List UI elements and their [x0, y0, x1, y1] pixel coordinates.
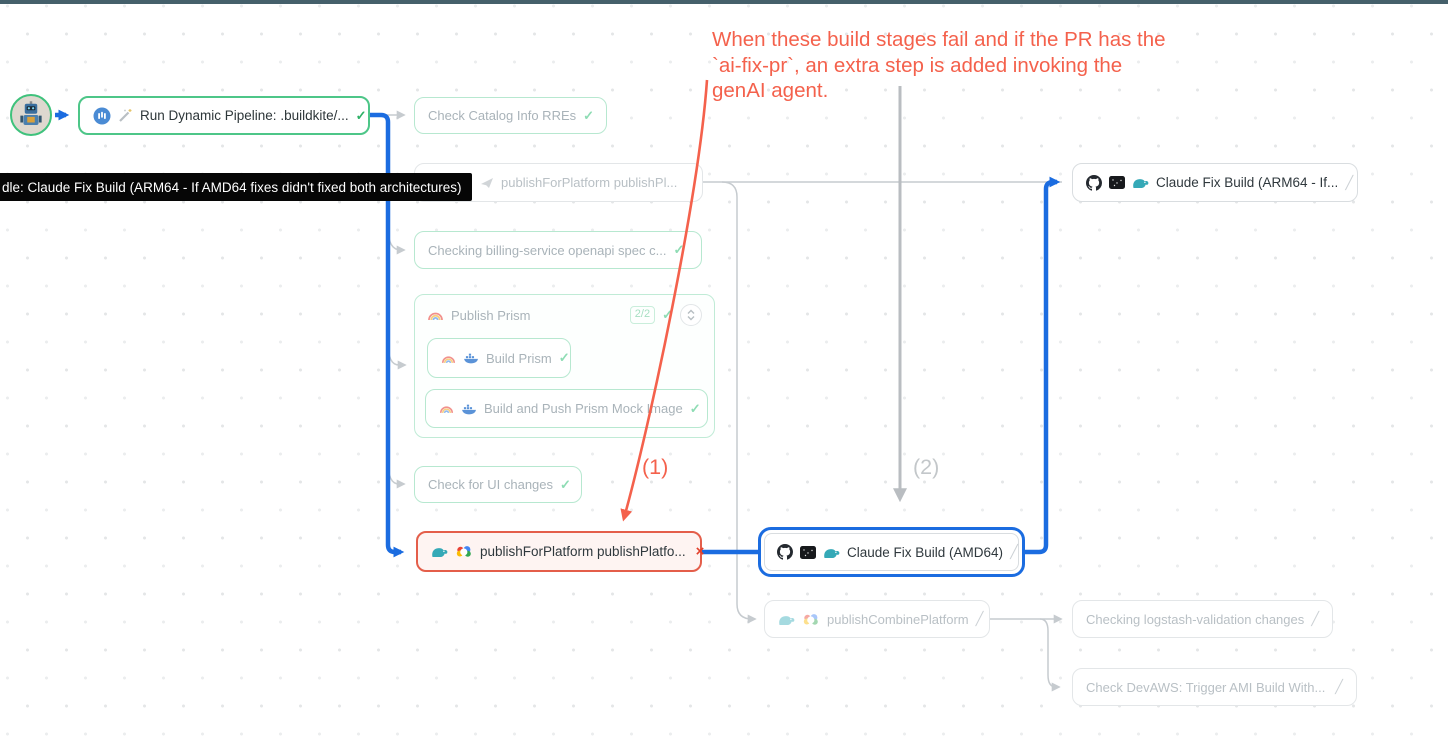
tooltip-text: dle: Claude Fix Build (ARM64 - If AMD64 …: [2, 179, 462, 195]
annotation-line: genAI agent.: [712, 79, 829, 102]
terminal-icon: [800, 545, 816, 559]
node-checking-logstash[interactable]: Checking logstash-validation changes ╱: [1072, 600, 1333, 638]
node-run-dynamic-pipeline[interactable]: Run Dynamic Pipeline: .buildkite/... ✓: [78, 96, 370, 135]
node-label: Claude Fix Build (AMD64): [847, 544, 1004, 560]
passed-check-icon: ✓: [689, 400, 701, 416]
passed-check-icon: ✓: [560, 476, 571, 492]
terminal-icon: [1109, 176, 1125, 189]
node-hover-tooltip: dle: Claude Fix Build (ARM64 - If AMD64 …: [0, 173, 472, 201]
pencil-icon: ╱: [1010, 544, 1018, 559]
group-label: Publish Prism: [451, 307, 531, 323]
rainbow-icon: [427, 310, 444, 320]
node-publish-combine-platform[interactable]: publishCombinePlatform ╱: [764, 600, 990, 638]
node-claude-fix-build-arm64[interactable]: Claude Fix Build (ARM64 - If... ╱: [1072, 163, 1358, 202]
google-cloud-icon: [802, 613, 820, 626]
node-checking-billing-service[interactable]: Checking billing-service openapi spec c.…: [414, 231, 702, 269]
node-label: Check for UI changes: [428, 477, 554, 492]
elephant-icon: [1132, 176, 1149, 189]
magic-wand-icon: [118, 108, 133, 123]
node-check-ui-changes[interactable]: Check for UI changes ✓: [414, 466, 582, 503]
github-icon: [1086, 174, 1102, 191]
annotation-marker-2: (2): [913, 455, 940, 479]
annotation-line: When these build stages fail and if the …: [712, 28, 1166, 51]
node-label: Run Dynamic Pipeline: .buildkite/...: [140, 108, 349, 123]
pencil-icon: ╱: [1335, 679, 1343, 694]
annotation-marker-1: (1): [642, 455, 669, 479]
build-author-avatar[interactable]: [10, 94, 52, 136]
google-cloud-icon: [455, 545, 473, 558]
group-publish-prism[interactable]: Publish Prism 2/2 ✓ Build Prism ✓ B: [414, 294, 715, 438]
elephant-icon: [431, 545, 448, 558]
annotation-line: `ai-fix-pr`, an extra step is added invo…: [712, 53, 1123, 77]
node-label: Claude Fix Build (ARM64 - If...: [1156, 175, 1339, 190]
rainbow-icon: [441, 354, 456, 363]
failed-x-icon: ×: [695, 543, 705, 560]
passed-check-icon: ✓: [583, 107, 595, 123]
passed-check-icon: ✓: [355, 107, 367, 123]
annotation-note: When these build stages fail and if the …: [712, 27, 1166, 104]
top-border: [0, 0, 1448, 4]
node-check-catalog-info[interactable]: Check Catalog Info RREs ✓: [414, 97, 607, 134]
node-publish-for-platform-failed[interactable]: publishForPlatform publishPlatfo... ×: [416, 531, 705, 572]
node-build-push-prism-mock[interactable]: Build and Push Prism Mock Image ✓: [425, 389, 708, 428]
passed-check-icon: ✓: [662, 307, 673, 322]
collapse-group-button[interactable]: [680, 304, 702, 326]
pipeline-badge-icon: [93, 107, 111, 125]
node-label: Check DevAWS: Trigger AMI Build With...: [1086, 679, 1326, 695]
node-label: Build Prism: [486, 350, 552, 366]
github-icon: [777, 544, 793, 560]
node-label: Check Catalog Info RREs: [428, 108, 577, 123]
node-claude-fix-build-amd64[interactable]: Claude Fix Build (AMD64) ╱: [758, 527, 1025, 577]
node-check-devaws-ami[interactable]: Check DevAWS: Trigger AMI Build With... …: [1072, 668, 1357, 706]
passed-check-icon: ✓: [673, 242, 685, 257]
docker-whale-icon: [461, 403, 477, 415]
docker-whale-icon: [463, 352, 479, 364]
node-build-prism[interactable]: Build Prism ✓: [427, 338, 571, 378]
node-label: publishCombinePlatform: [827, 611, 969, 627]
node-label: Build and Push Prism Mock Image: [484, 401, 683, 416]
robot-avatar-icon: [16, 100, 46, 130]
node-label: Checking billing-service openapi spec c.…: [428, 242, 667, 258]
node-label: publishForPlatform publishPl...: [501, 175, 678, 190]
node-label: Checking logstash-validation changes: [1086, 611, 1305, 627]
elephant-icon: [778, 613, 795, 626]
pencil-icon: ╱: [975, 611, 984, 626]
step-count-badge: 2/2: [629, 306, 656, 324]
pencil-icon: ╱: [1311, 611, 1320, 626]
rainbow-icon: [439, 404, 454, 413]
node-label: publishForPlatform publishPlatfo...: [480, 544, 686, 559]
pencil-icon: ╱: [1345, 174, 1354, 190]
paper-plane-icon: [480, 177, 494, 189]
passed-check-icon: ✓: [558, 350, 570, 365]
elephant-icon: [823, 546, 840, 559]
